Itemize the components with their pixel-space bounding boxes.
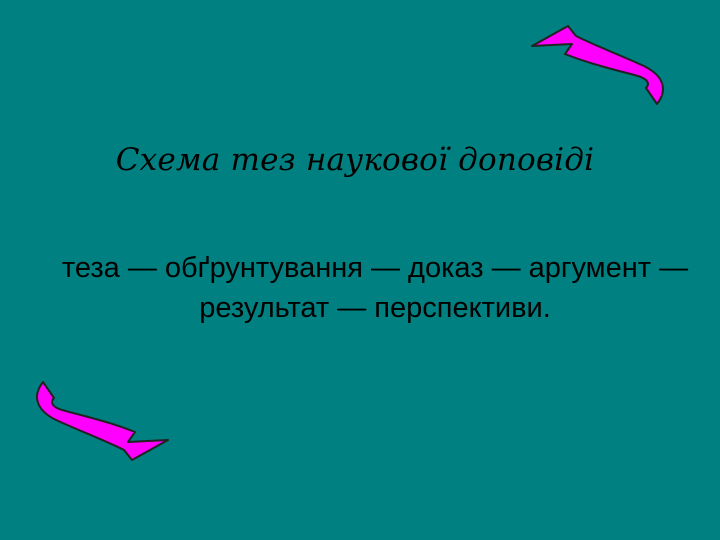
slide-title: Схема тез наукової доповіді bbox=[115, 142, 595, 178]
curved-arrow-icon bbox=[531, 25, 664, 105]
slide-body-text: теза — обґрунтування — доказ — аргумент … bbox=[61, 252, 689, 324]
curved-arrow-icon bbox=[36, 381, 169, 461]
